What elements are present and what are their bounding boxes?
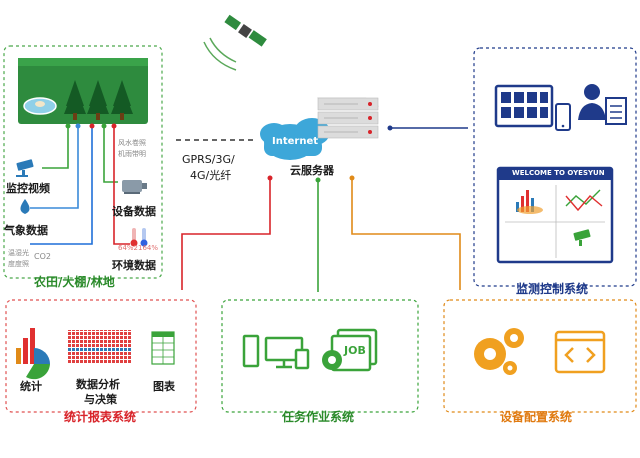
operator-icon	[578, 84, 627, 125]
sensor-line-1: 温湿光	[8, 249, 29, 257]
stats-item-analysis: 数据分析	[76, 378, 120, 391]
computer-icon	[242, 334, 310, 370]
code-window-icon	[554, 330, 606, 374]
weather-connector	[30, 126, 79, 209]
monitor-system-title: 监测控制系统	[516, 282, 589, 296]
task-system-title: 任务作业系统	[282, 410, 355, 424]
monitor-system-box	[473, 47, 637, 287]
bar-chart-icon	[516, 190, 543, 214]
spreadsheet-icon	[151, 331, 175, 365]
gear-icon-task	[322, 350, 342, 370]
server-icon	[317, 97, 379, 139]
weather-data-label: 气象数据	[4, 224, 48, 237]
sensor-connector	[30, 126, 93, 245]
wind-line-2: 机雨带明	[118, 150, 146, 158]
monitor-video-label: 监控视频	[6, 182, 50, 195]
line-chart-icon	[565, 189, 603, 212]
job-label: JOB	[344, 344, 366, 357]
phone-icon	[555, 103, 571, 131]
thermometer-icon	[130, 228, 148, 247]
motor-icon	[122, 180, 147, 194]
network-label-line1: GPRS/3G/	[182, 153, 235, 166]
stats-item-count: 统计	[20, 380, 42, 393]
sensor-line-2: 度度照	[8, 260, 29, 268]
water-drop-icon	[20, 199, 30, 214]
internet-label: Internet	[272, 136, 319, 147]
percent-readout: 64%2164%	[118, 244, 159, 252]
config-system-title: 设备配置系统	[500, 410, 573, 424]
cloud-icon	[260, 118, 330, 160]
stats-item-chart: 图表	[153, 380, 175, 393]
stats-system-title: 统计报表系统	[64, 410, 137, 424]
stats-link	[181, 178, 271, 290]
stats-system-box	[5, 299, 197, 413]
farm-box	[3, 45, 163, 279]
gears-icon	[474, 328, 524, 375]
config-link	[351, 178, 461, 290]
video-connector	[42, 126, 69, 169]
task-system-box	[221, 299, 419, 413]
cloud-server-label: 云服务器	[290, 164, 334, 177]
device-data-label: 设备数据	[112, 205, 156, 218]
env-connector	[113, 126, 130, 245]
satellite-icon	[203, 14, 267, 71]
network-label-line2: 4G/光纤	[190, 169, 232, 182]
camera-icon-dashboard	[573, 229, 591, 246]
stats-chart-icon	[16, 328, 50, 380]
welcome-banner: WELCOME TO OYESYUN	[512, 169, 605, 177]
stats-item-decision: 与决策	[84, 393, 117, 406]
camera-icon	[16, 159, 34, 177]
co2-label: CO2	[34, 252, 51, 261]
wind-line-1: 风水卷照	[118, 139, 146, 147]
dashboard-screen-icon	[494, 84, 554, 128]
farm-scene-image	[18, 58, 148, 124]
welcome-panel	[496, 166, 614, 264]
config-system-box	[443, 299, 637, 413]
env-data-label: 环境数据	[112, 259, 156, 272]
device-connector	[103, 126, 118, 183]
farm-title: 农田/大棚/林地	[34, 275, 115, 289]
data-grid-icon	[68, 330, 132, 364]
